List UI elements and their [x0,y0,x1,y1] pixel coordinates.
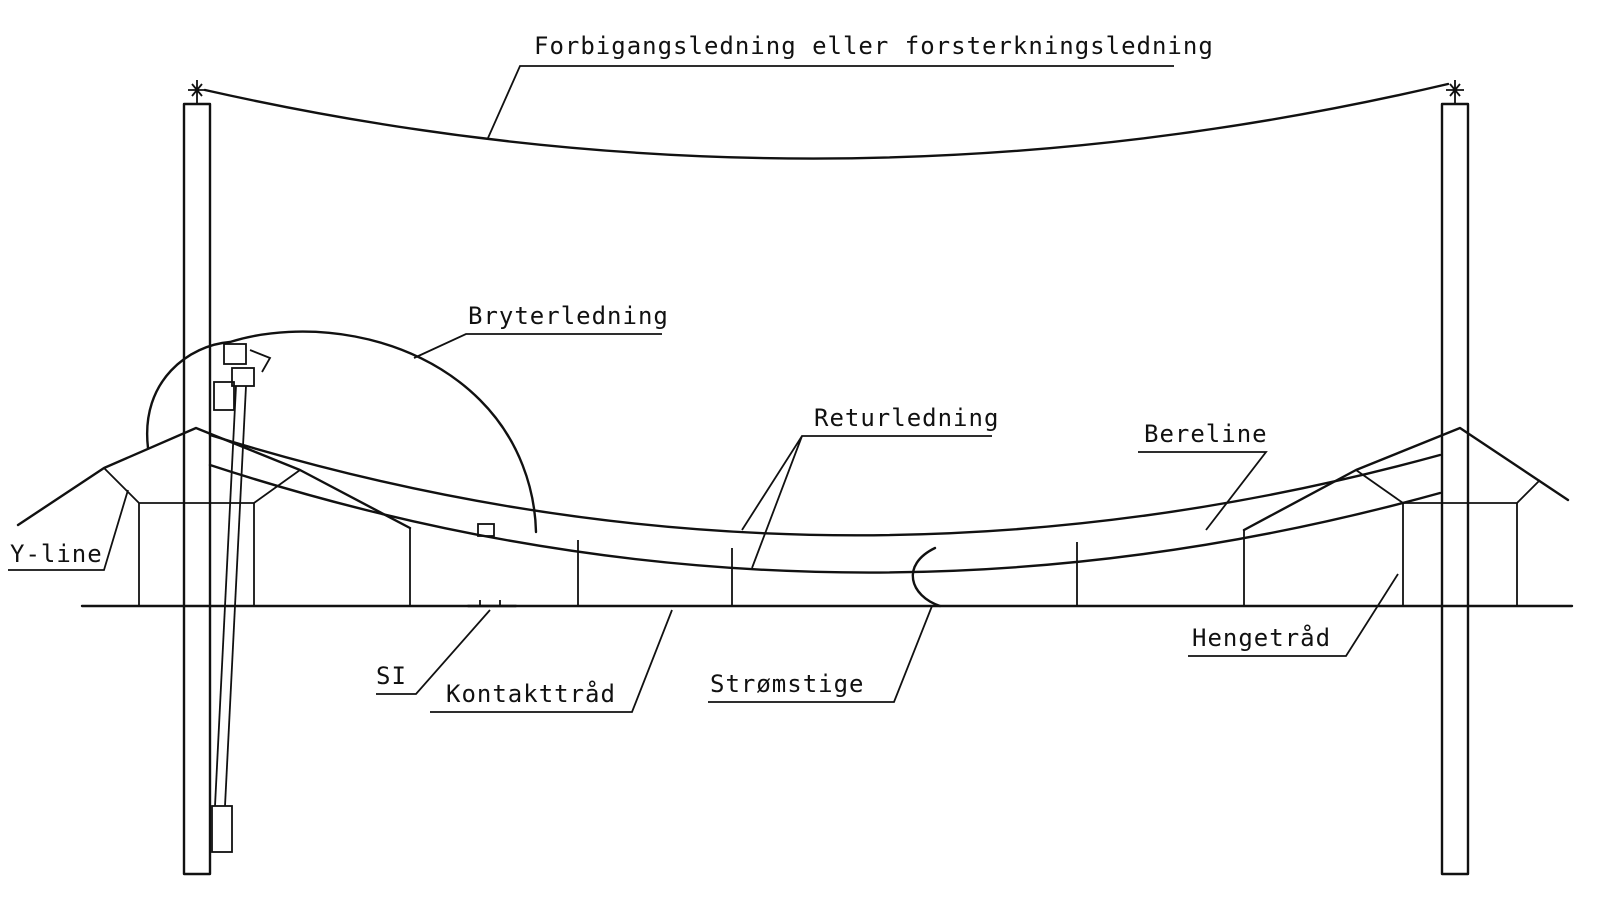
bryter-wire [145,330,538,534]
y-line-right [1242,426,1570,532]
droppers [138,503,1518,606]
returledning-wire [208,463,1442,574]
wire-clamp [477,523,495,537]
label-kontakttrad: Kontakttråd [446,679,616,708]
y-line-left [16,426,412,530]
feeder-wire [203,82,1450,160]
label-stromstige: Strømstige [710,670,865,698]
label-hengetrad: Hengetråd [1192,623,1331,652]
current-ladder [911,546,942,608]
bereline-wire [208,433,1442,537]
label-y-line: Y-line [10,540,103,568]
right-mast [1440,80,1470,876]
label-si: SI [376,662,407,690]
label-bryterledning: Bryterledning [468,302,669,330]
label-returledning: Returledning [814,404,999,432]
label-forbigangsledning: Forbigangsledning eller forsterkningsled… [534,32,1214,60]
switch-assembly [211,343,272,853]
section-insulator [466,600,518,608]
left-mast [182,80,212,876]
leader-lines [8,65,1399,713]
label-bereline: Bereline [1144,420,1268,448]
